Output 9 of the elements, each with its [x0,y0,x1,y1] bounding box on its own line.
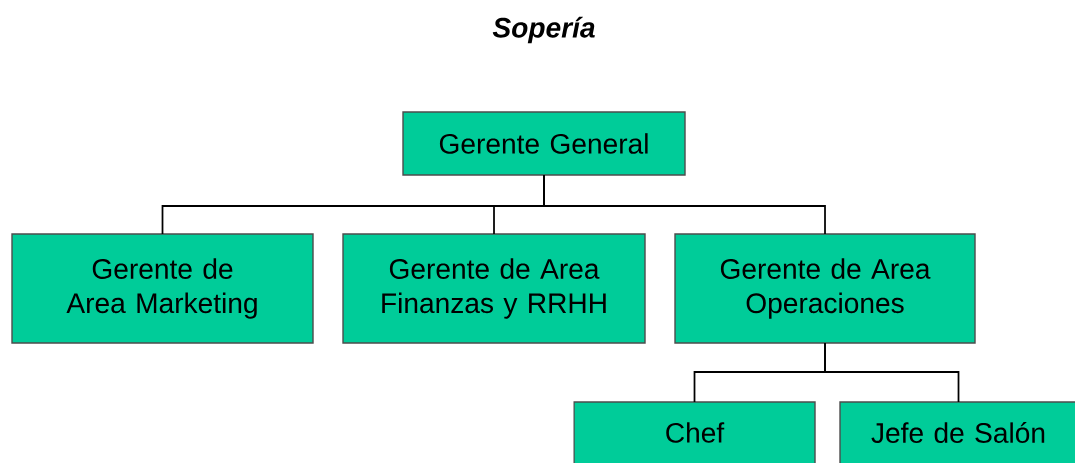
connector-line [543,174,826,235]
connector-line [824,342,960,403]
org-box: Jefe de Salón [839,401,1075,463]
org-box: Gerente de Area Marketing [11,233,314,344]
title: Sopería [492,16,595,44]
org-box: Gerente de Area Finanzas y RRHH [342,233,646,344]
org-box: Gerente de Area Operaciones [674,233,976,344]
org-box: Chef [573,401,816,463]
org-box: Gerente General [402,111,686,176]
